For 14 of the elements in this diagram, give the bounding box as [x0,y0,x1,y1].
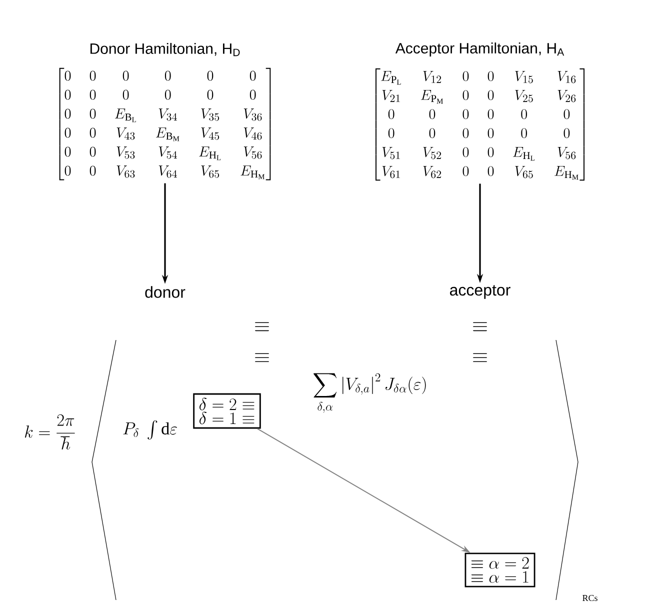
integral-formula: $P_{\delta}\ \int \mathrm{d}\varepsilon$ [123,420,177,440]
rate-formula: $k = \frac{2\pi}{\hbar}$ [24,414,75,450]
hamiltonian-matrix: Acceptor Hamiltonian, H$_{A}$ $\begin{bmatrix} E_{\mathrm{P_L}}&V_{12}&0&0&V_{15}&V_{16}\\ V_{21}&E_{\mathrm{P_M}}&0&0&V_{25}&V_{26}\\ 0&0&0&0&0&0\\ 0&0&0&0&0&0\\ V_{51}&V_{52}&0&0&E_{\mathrm{H_L}}&V_{56}\\ V_{61}&V_{62}&0&0&V_{65}&E_{\mathrm{H_M}} \end{bmatrix}$ [376,42,584,181]
coupling-formula: $\sum_{\delta,\alpha} \left|V_{\delta,a}\right|^{2} J_{\delta\alpha}(\varepsilon)$ [314,373,426,413]
level-label: donor [145,286,186,298]
level-label: acceptor [450,285,510,299]
level-symbol: $\equiv$ [473,322,487,332]
energy-level-box: $\delta = 2 \equiv$ $\delta = 1 \equiv$ [193,393,261,429]
subscript-label: RCs [582,594,598,602]
level-symbol: $\equiv$ [473,353,487,362]
energy-level-box: $\equiv \alpha = 2$ $\equiv \alpha = 1$ [464,552,536,588]
level-symbol: $\equiv$ [255,322,269,332]
level-symbol: $\equiv$ [255,353,269,362]
hamiltonian-matrix: Donor Hamiltonian, H$_{D}$ $\begin{bmatrix} 0&0&0&0&0&0\\ 0&0&0&0&0&0\\ 0&0&E_{\mathrm{B_L}}&V_{34}&V_{35}&V_{36}\\ 0&0&V_{43}&E_{\mathrm{B_M}}&V_{45}&V_{46}\\ 0&0&V_{53}&V_{54}&E_{\mathrm{H_L}}&V_{56}\\ 0&0&V_{63}&V_{64}&V_{65}&E_{\mathrm{H_M}} \end{bmatrix}$ [59,42,271,180]
